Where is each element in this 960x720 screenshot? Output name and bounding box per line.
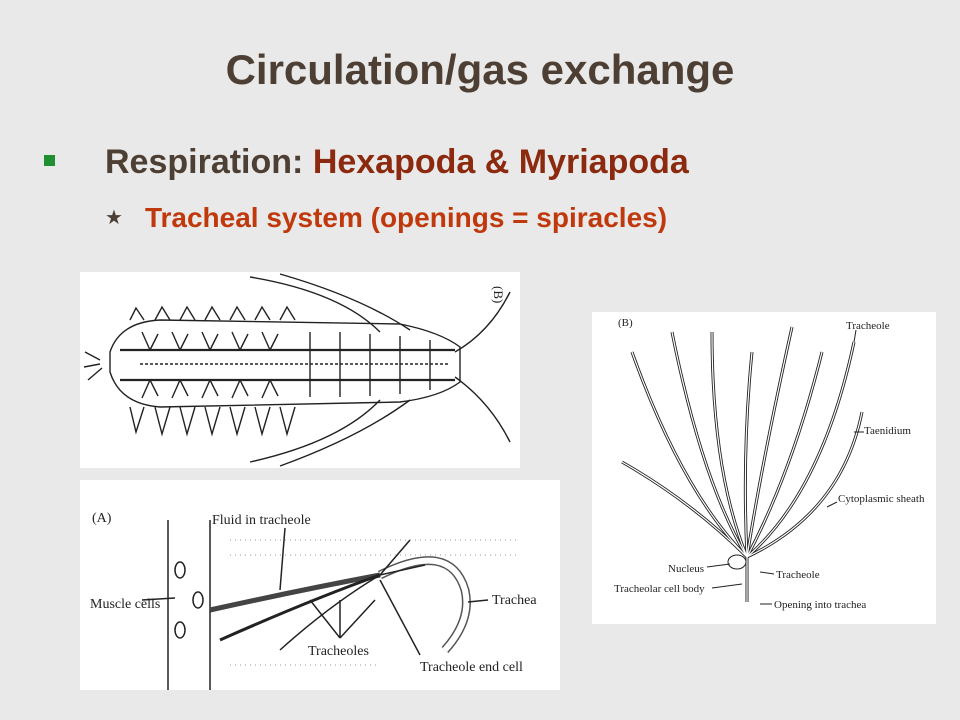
bullet-lead-text: Respiration: (105, 142, 313, 181)
label-fluid-in-tracheole: Fluid in tracheole (212, 513, 311, 528)
label-cytoplasmic-sheath: Cytoplasmic sheath (838, 493, 925, 505)
tracheole-branching-diagram: (B) Tracheole Taenidium Cytoplasmic shea… (614, 317, 925, 611)
label-tracheolar-cell-body: Tracheolar cell body (614, 583, 705, 595)
panel-label-b-top: (B) (491, 286, 506, 303)
insect-tracheal-diagram: (B) (83, 273, 511, 467)
star-bullet-icon: ★ (105, 206, 123, 229)
figure-tracheole-branching: (B) Tracheole Taenidium Cytoplasmic shea… (592, 312, 936, 624)
panel-label-a: (A) (92, 511, 112, 526)
label-tracheole-end-cell: Tracheole end cell (420, 660, 523, 675)
bullet-tracheal-text: Tracheal system (openings = spiracles) (144, 202, 668, 233)
label-taenidium: Taenidium (864, 425, 911, 437)
bullet-highlight-text: Hexapoda & Myriapoda (312, 142, 689, 181)
slide-title: Circulation/gas exchange (225, 46, 735, 93)
panel-label-b-right: (B) (618, 317, 633, 329)
label-muscle-cells: Muscle cells (90, 597, 160, 612)
label-opening-into-trachea: Opening into trachea (774, 599, 866, 611)
bullet-respiration: Respiration: Hexapoda & Myriapoda (44, 140, 689, 184)
muscle-tracheole-diagram: (A) Fluid in tracheole Muscle cells Trac… (90, 511, 537, 690)
label-tracheole-top: Tracheole (846, 320, 890, 332)
bullet-tracheal-system: ★ Tracheal system (openings = spiracles) (105, 198, 667, 238)
label-nucleus: Nucleus (668, 563, 704, 575)
figure-muscle-tracheoles: (A) Fluid in tracheole Muscle cells Trac… (80, 480, 560, 690)
square-bullet-icon (44, 154, 55, 166)
label-trachea: Trachea (492, 593, 537, 608)
label-tracheoles: Tracheoles (308, 644, 369, 659)
label-tracheole-lower: Tracheole (776, 569, 820, 581)
figure-insect-tracheal-system: (B) (80, 272, 520, 468)
